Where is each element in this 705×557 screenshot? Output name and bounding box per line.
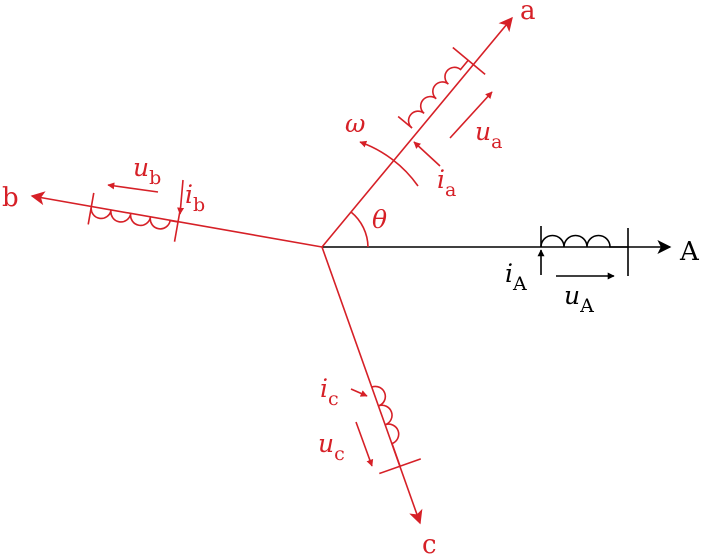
coil-c [371,385,422,475]
axis-label-c: c [422,530,437,557]
axis-c-line [321,246,423,525]
current-label-A: iA [505,259,527,295]
voltage-label-c: uc [318,429,345,465]
current-label-c: ic [320,374,339,410]
current-arrow-c [350,388,368,397]
axis-a-line [321,16,513,248]
voltage-arrow-b [107,182,159,193]
coil-A [540,226,629,276]
coil-b [87,192,182,242]
omega-arrow [359,140,419,187]
voltage-arrow-a [449,91,493,139]
rotor-axis-a [321,16,513,248]
axis-label-a: a [520,0,536,26]
theta-label: θ [372,205,387,234]
rotor-axis-b [30,179,323,248]
voltage-label-A: uA [564,281,594,317]
current-label-a: ia [437,165,456,201]
current-label-b: ib [185,180,205,216]
rotor-axis-c [321,246,423,525]
voltage-label-b: ub [133,153,161,189]
omega-label: ω [345,109,365,138]
axis-label-A: A [679,237,700,267]
axis-label-b: b [2,183,19,213]
coil-a [397,46,486,129]
current-arrow-b [177,179,185,215]
voltage-arrow-c [355,421,374,467]
theta-arc [350,211,369,248]
current-arrow-a [413,141,441,167]
voltage-label-a: ua [475,117,502,153]
stator-axis-A [322,226,672,280]
